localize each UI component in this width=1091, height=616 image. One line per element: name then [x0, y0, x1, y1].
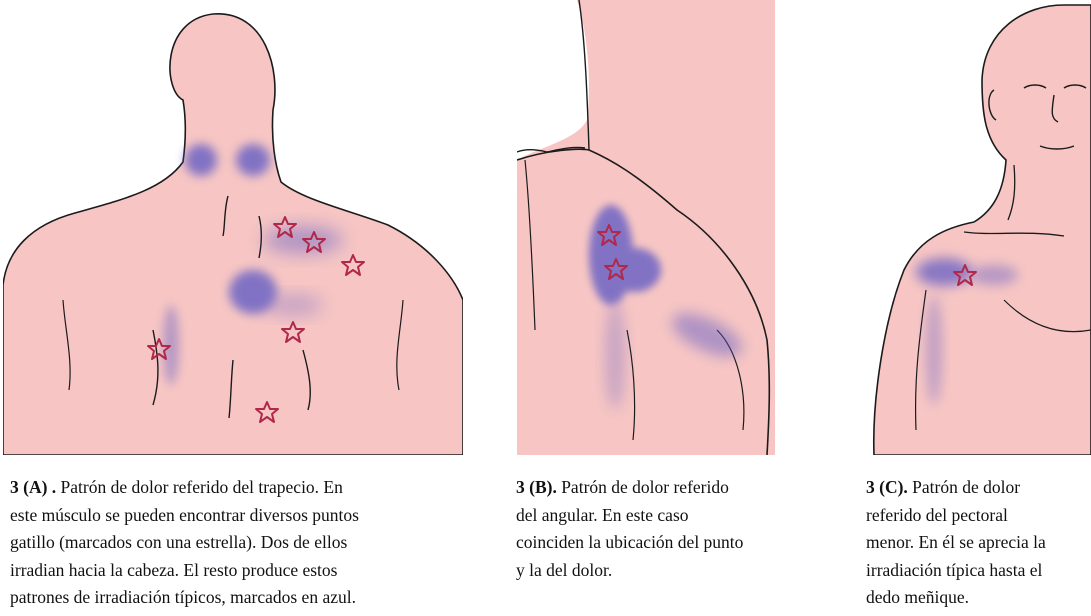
caption-a-label: 3 (A) . — [10, 477, 56, 497]
figure-b-illustration — [517, 0, 775, 455]
caption-a-line: este músculo se pueden encontrar diverso… — [10, 505, 359, 525]
figure-a-trapezius — [3, 0, 463, 455]
caption-a: 3 (A) . Patrón de dolor referido del tra… — [10, 474, 465, 612]
caption-a-line: patrones de irradiación típicos, marcado… — [10, 587, 356, 607]
caption-c-line: irradiación típica hasta el — [866, 560, 1042, 580]
caption-c-line: dedo meñique. — [866, 587, 969, 607]
caption-b-line: coinciden la ubicación del punto — [516, 532, 743, 552]
body-silhouette — [3, 14, 463, 455]
caption-a-line: gatillo (marcados con una estrella). Dos… — [10, 532, 347, 552]
caption-b-line: del angular. En este caso — [516, 505, 689, 525]
caption-b-line: Patrón de dolor referido — [557, 477, 729, 497]
caption-c-line: referido del pectoral — [866, 505, 1008, 525]
caption-b-line: y la del dolor. — [516, 560, 612, 580]
caption-c-label: 3 (C). — [866, 477, 908, 497]
figure-b-levator-scapulae — [517, 0, 775, 455]
caption-b: 3 (B). Patrón de dolor referido del angu… — [516, 474, 816, 584]
caption-a-line: irradian hacia la cabeza. El resto produ… — [10, 560, 337, 580]
caption-c: 3 (C). Patrón de dolor referido del pect… — [866, 474, 1088, 612]
figure-c-pectoralis-minor — [864, 0, 1091, 455]
caption-a-line: Patrón de dolor referido del trapecio. E… — [56, 477, 343, 497]
body-silhouette — [874, 5, 1091, 455]
body-silhouette — [517, 0, 775, 455]
caption-c-line: Patrón de dolor — [908, 477, 1020, 497]
caption-b-label: 3 (B). — [516, 477, 557, 497]
caption-c-line: menor. En él se aprecia la — [866, 532, 1046, 552]
figure-a-illustration — [3, 0, 463, 455]
figure-c-illustration — [864, 0, 1091, 455]
